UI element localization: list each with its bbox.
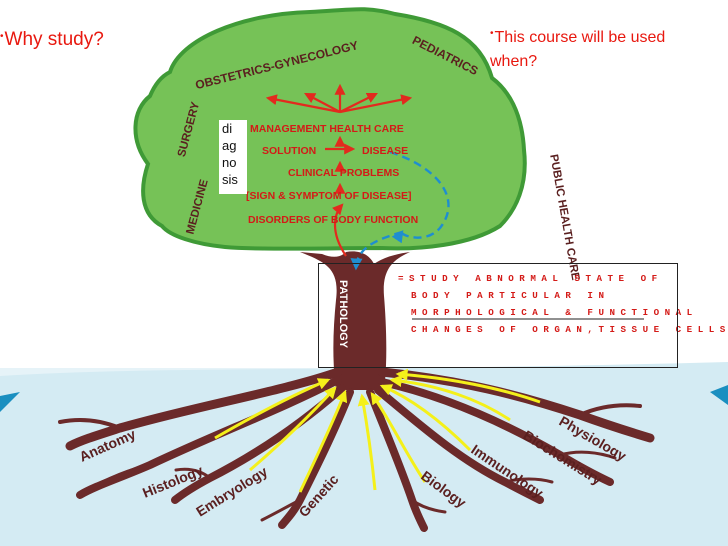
label-clinical-problems: CLINICAL PROBLEMS: [288, 167, 399, 179]
diagnosis-part: di: [222, 121, 233, 136]
diagnosis-part: ag: [222, 138, 237, 153]
feedback-dashed-arrows: [350, 150, 450, 271]
label-management: MANAGEMENT HEALTH CARE: [250, 123, 404, 135]
bullet-dot: •: [0, 31, 4, 42]
diagnosis-part: no: [222, 155, 237, 170]
bullet-course-used: •This course will be used when?: [490, 22, 720, 74]
definition-line-1: = S T U D Y A B N O R M A L S T A T E O …: [398, 273, 657, 284]
label-pathology: PATHOLOGY: [337, 280, 349, 349]
label-solution: SOLUTION: [262, 145, 316, 157]
bullet-why-study-text: Why study?: [4, 29, 104, 50]
label-disorders: DISORDERS OF BODY FUNCTION: [248, 214, 418, 226]
definition-line-2: B O D Y P A R T I C U L A R I N: [411, 290, 604, 301]
root-arrows: [214, 368, 541, 493]
pathology-definition-box: [318, 263, 678, 368]
bullet-dot: •: [490, 28, 494, 39]
tree-trunk: [300, 251, 410, 390]
label-sign-symptom: [SIGN & SYMPTOM OF DISEASE]: [246, 190, 412, 202]
definition-line-4: C H A N G E S O F O R G A N , T I S S U …: [411, 324, 728, 335]
diagnosis-part: sis: [222, 172, 238, 187]
canopy-arrows: [265, 83, 413, 257]
bullet-course-line-2: when?: [490, 53, 538, 70]
label-disease: DISEASE: [362, 145, 408, 157]
diagnosis-box: di ag no sis: [219, 120, 247, 194]
bullet-course-line-1: This course will be used: [494, 29, 666, 46]
definition-line-3: M O R P H O L O G I C A L & F U N C T I …: [411, 307, 693, 318]
bullet-why-study: •Why study?: [0, 26, 104, 51]
